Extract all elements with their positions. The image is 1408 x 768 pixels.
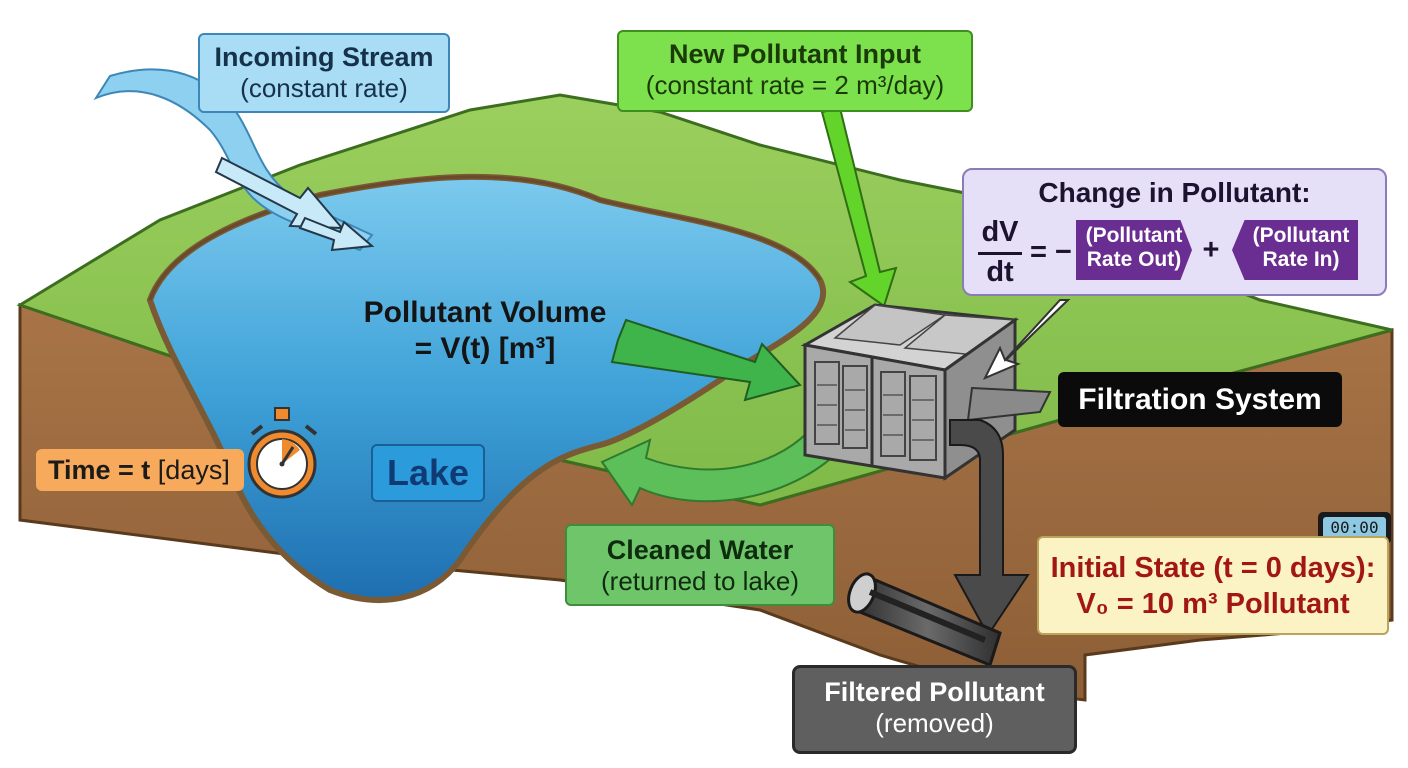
cleaned-water-label: Cleaned Water (returned to lake) <box>565 524 835 606</box>
incoming-stream-title: Incoming Stream <box>214 42 434 72</box>
rate-in-line2: Rate In) <box>1262 248 1340 271</box>
stopwatch-icon <box>247 407 318 499</box>
new-pollutant-input-label: New Pollutant Input (constant rate = 2 m… <box>617 30 973 112</box>
pollutant-input-arrow <box>820 106 898 308</box>
rate-in-line1: (Pollutant <box>1252 224 1350 247</box>
cleaned-water-title: Cleaned Water <box>606 535 794 565</box>
derivative-numerator: dV <box>981 216 1019 248</box>
filtered-pollutant-label: Filtered Pollutant (removed) <box>792 665 1077 754</box>
equals-minus: = − <box>1030 236 1072 268</box>
equation-title: Change in Pollutant: <box>1038 177 1311 208</box>
change-in-pollutant-equation: Change in Pollutant: dV dt = − (Pollutan… <box>962 168 1387 296</box>
time-unit: [days] <box>150 455 230 485</box>
time-label: Time = t [days] <box>36 449 244 491</box>
pollutant-volume-line1: Pollutant Volume <box>363 296 607 329</box>
rate-out-line2: Rate Out) <box>1086 248 1182 271</box>
pollutant-volume-label: Pollutant Volume = V(t) [m³] <box>335 295 635 379</box>
initial-state-line2: V₀ = 10 m³ Pollutant <box>1076 588 1350 620</box>
filtered-pollutant-subtitle: (removed) <box>875 708 994 738</box>
lake-label: Lake <box>371 444 485 502</box>
rate-out-pill: (Pollutant Rate Out) <box>1076 220 1192 280</box>
pollutant-volume-line2: = V(t) [m³] <box>414 332 556 365</box>
initial-state-line1: Initial State (t = 0 days): <box>1050 552 1376 584</box>
drain-pipe <box>949 419 1030 637</box>
rate-in-pill: (Pollutant Rate In) <box>1232 220 1358 280</box>
fraction-bar <box>978 252 1022 255</box>
timer-display: 00:00 <box>1323 517 1386 539</box>
lake-inflow-arrow <box>298 216 375 252</box>
to-filter-arrow <box>610 318 802 402</box>
derivative-denominator: dt <box>986 256 1014 288</box>
filtration-system-label: Filtration System <box>1058 372 1342 427</box>
time-variable: Time = t <box>48 455 151 485</box>
plus-sign: + <box>1202 234 1220 266</box>
return-water-arrow <box>600 430 842 507</box>
new-pollutant-subtitle: (constant rate = 2 m³/day) <box>645 70 945 100</box>
incoming-stream-subtitle: (constant rate) <box>240 73 408 103</box>
cleaned-water-subtitle: (returned to lake) <box>601 566 799 596</box>
incoming-stream-label: Incoming Stream (constant rate) <box>198 33 450 113</box>
filtered-pollutant-title: Filtered Pollutant <box>824 677 1045 707</box>
new-pollutant-title: New Pollutant Input <box>669 39 921 69</box>
rate-out-line1: (Pollutant <box>1085 224 1183 247</box>
initial-state-label: Initial State (t = 0 days): V₀ = 10 m³ P… <box>1037 536 1389 635</box>
